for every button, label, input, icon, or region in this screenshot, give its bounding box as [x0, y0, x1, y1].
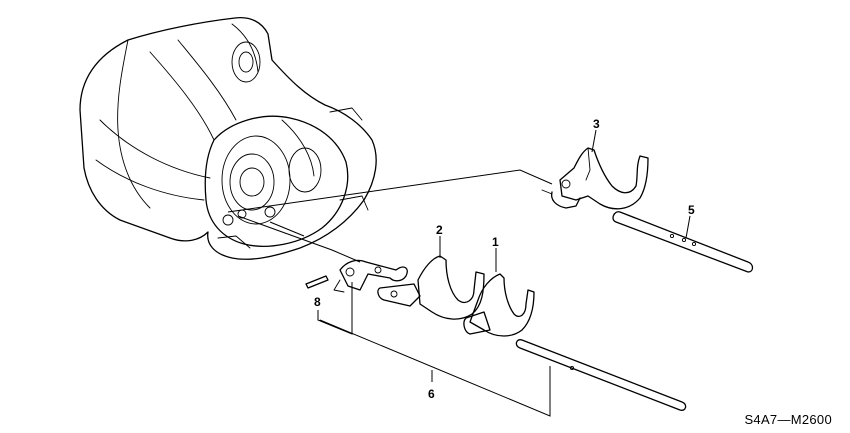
callout-6: 6: [428, 387, 435, 401]
shift-fork-1: [463, 273, 535, 337]
assembly-lines: [227, 169, 553, 263]
callout-1: 1: [492, 235, 499, 249]
roll-pin-8: [305, 275, 329, 289]
shift-rod-6: [515, 339, 687, 411]
shift-arm: [333, 259, 408, 293]
diagram-code-label: S4A7—M2600: [744, 412, 832, 427]
callout-8: 8: [314, 295, 321, 309]
shift-fork-3: [541, 147, 649, 210]
shift-rod-5: [612, 211, 754, 273]
shift-fork-2: [377, 255, 485, 320]
transmission-housing: [79, 16, 377, 260]
callout-labels: 3 5 2 1 8 6: [314, 117, 695, 401]
callout-leaders: [317, 129, 691, 417]
callout-3: 3: [593, 117, 600, 131]
callout-5: 5: [688, 203, 695, 217]
callout-2: 2: [436, 223, 443, 237]
